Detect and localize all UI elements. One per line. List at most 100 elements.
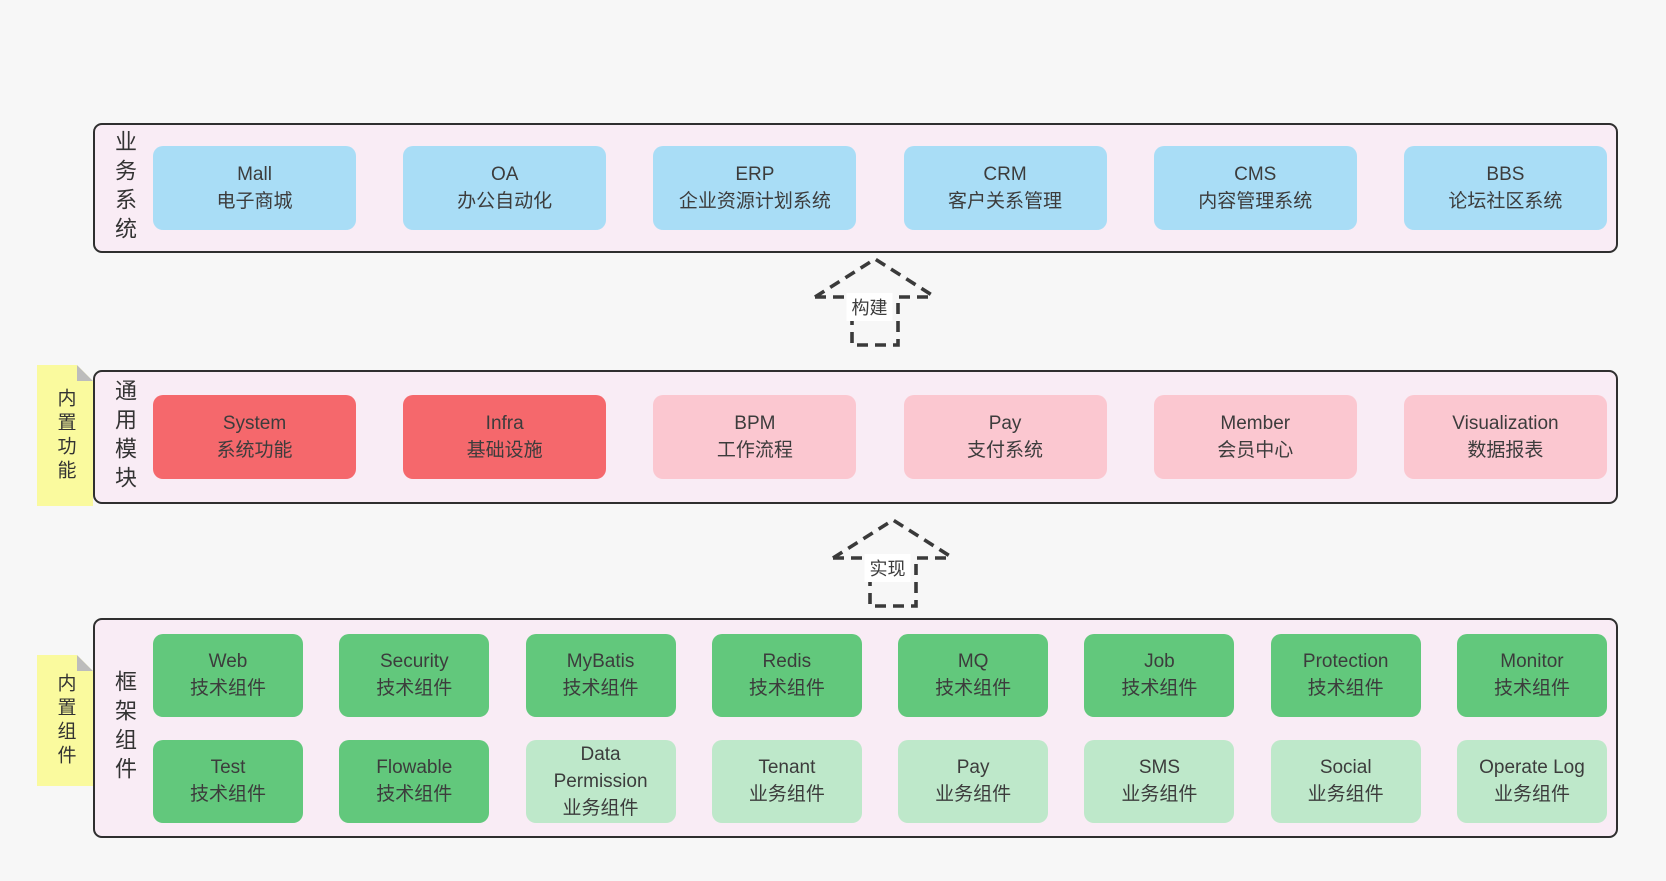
- arrow-implement: 实现: [828, 516, 958, 610]
- framework-row-2: Test 技术组件 Flowable 技术组件 Data Permission …: [153, 739, 1607, 823]
- up-arrow-icon: [814, 256, 936, 347]
- box-mq: MQ 技术组件: [898, 633, 1049, 717]
- box-subtitle: 基础设施: [466, 440, 543, 461]
- box-subtitle: 技术组件: [1307, 678, 1384, 699]
- box-title: CMS: [1234, 164, 1277, 185]
- box-title: Member: [1220, 413, 1291, 434]
- box-operate-log: Operate Log 业务组件: [1456, 739, 1607, 823]
- box-subtitle: 数据报表: [1467, 440, 1544, 461]
- box-mybatis: MyBatis 技术组件: [525, 633, 676, 717]
- box-title: Redis: [762, 651, 812, 672]
- box-title: Web: [208, 651, 248, 672]
- box-subtitle: 电子商城: [216, 191, 293, 212]
- box-oa: OA 办公自动化: [403, 146, 607, 230]
- box-title: MQ: [957, 651, 989, 672]
- box-erp: ERP 企业资源计划系统: [653, 146, 857, 230]
- box-subtitle: 业务组件: [1121, 784, 1198, 805]
- box-subtitle: 内容管理系统: [1198, 191, 1313, 212]
- box-subtitle: 业务组件: [748, 784, 825, 805]
- box-title: Data Permission: [553, 743, 648, 792]
- box-title: Mall: [237, 164, 272, 185]
- band-framework-components: 框架组件 Web 技术组件 Security 技术组件 MyBatis 技术组件…: [93, 618, 1618, 838]
- box-title: CRM: [983, 164, 1027, 185]
- box-title: Tenant: [758, 757, 816, 778]
- box-title: Job: [1144, 651, 1175, 672]
- box-title: MyBatis: [566, 651, 635, 672]
- box-subtitle: 技术组件: [376, 784, 453, 805]
- box-subtitle: 业务组件: [562, 797, 639, 819]
- box-subtitle: 技术组件: [562, 678, 639, 699]
- box-sms: SMS 业务组件: [1084, 739, 1235, 823]
- box-title: Flowable: [376, 757, 453, 778]
- box-subtitle: 支付系统: [967, 440, 1044, 461]
- box-title: ERP: [735, 164, 775, 185]
- box-infra: Infra 基础设施: [403, 395, 607, 479]
- band-side-label-text: 框架组件: [112, 670, 137, 786]
- box-security: Security 技术组件: [339, 633, 490, 717]
- box-redis: Redis 技术组件: [711, 633, 862, 717]
- box-subtitle: 办公自动化: [457, 191, 553, 212]
- box-mall: Mall 电子商城: [153, 146, 356, 230]
- box-title: Social: [1319, 757, 1372, 778]
- box-subtitle: 会员中心: [1217, 440, 1294, 461]
- box-subtitle: 技术组件: [376, 678, 453, 699]
- box-title: BPM: [734, 413, 776, 434]
- arrow-implement-label: 实现: [864, 554, 911, 582]
- box-subtitle: 技术组件: [748, 678, 825, 699]
- sticky-note-built-in-components: 内置组件: [37, 655, 93, 786]
- box-subtitle: 技术组件: [935, 678, 1012, 699]
- box-title: Pay: [988, 413, 1022, 434]
- box-subtitle: 业务组件: [1493, 784, 1570, 805]
- box-subtitle: 企业资源计划系统: [678, 191, 831, 212]
- box-protection: Protection 技术组件: [1270, 633, 1421, 717]
- box-title: Pay: [956, 757, 990, 778]
- band-common-modules: 通用模块 System 系统功能 Infra 基础设施 BPM 工作流程 Pay…: [93, 370, 1618, 504]
- box-title: System: [222, 413, 287, 434]
- arrow-build: 构建: [810, 255, 940, 349]
- band-common-side-label: 通用模块: [95, 372, 153, 502]
- box-title: Security: [379, 651, 449, 672]
- band-business-boxes: Mall 电子商城 OA 办公自动化 ERP 企业资源计划系统 CRM 客户关系…: [153, 125, 1616, 251]
- box-job: Job 技术组件: [1084, 633, 1235, 717]
- box-pay-system: Pay 支付系统: [903, 395, 1107, 479]
- box-cms: CMS 内容管理系统: [1153, 146, 1357, 230]
- up-arrow-icon: [832, 517, 954, 608]
- box-title: Infra: [485, 413, 524, 434]
- sticky-note-text: 内置功能: [54, 387, 76, 484]
- box-subtitle: 技术组件: [1493, 678, 1570, 699]
- box-subtitle: 技术组件: [189, 678, 266, 699]
- framework-row-1: Web 技术组件 Security 技术组件 MyBatis 技术组件 Redi…: [153, 633, 1607, 717]
- box-title: SMS: [1138, 757, 1180, 778]
- box-data-permission: Data Permission 业务组件: [525, 739, 676, 823]
- band-framework-side-label: 框架组件: [95, 620, 153, 836]
- folded-corner-icon: [77, 365, 93, 381]
- box-title: Operate Log: [1479, 757, 1585, 778]
- box-title: OA: [490, 164, 519, 185]
- box-subtitle: 系统功能: [216, 440, 293, 461]
- box-title: Test: [210, 757, 246, 778]
- box-subtitle: 业务组件: [935, 784, 1012, 805]
- band-framework-rows: Web 技术组件 Security 技术组件 MyBatis 技术组件 Redi…: [153, 620, 1616, 836]
- box-subtitle: 论坛社区系统: [1448, 191, 1563, 212]
- box-subtitle: 客户关系管理: [948, 191, 1063, 212]
- box-monitor: Monitor 技术组件: [1456, 633, 1607, 717]
- box-subtitle: 工作流程: [716, 440, 793, 461]
- band-business-systems: 业务系统 Mall 电子商城 OA 办公自动化 ERP 企业资源计划系统 CRM…: [93, 123, 1618, 253]
- box-subtitle: 技术组件: [1121, 678, 1198, 699]
- band-side-label-text: 业务系统: [112, 130, 137, 246]
- box-visualization: Visualization 数据报表: [1403, 395, 1607, 479]
- arrow-build-label: 构建: [846, 293, 893, 321]
- box-title: Monitor: [1500, 651, 1564, 672]
- band-common-boxes: System 系统功能 Infra 基础设施 BPM 工作流程 Pay 支付系统…: [153, 372, 1616, 502]
- box-flowable: Flowable 技术组件: [339, 739, 490, 823]
- sticky-note-text: 内置组件: [54, 672, 76, 769]
- box-crm: CRM 客户关系管理: [903, 146, 1107, 230]
- band-business-side-label: 业务系统: [95, 125, 153, 251]
- folded-corner-icon: [77, 655, 93, 671]
- band-side-label-text: 通用模块: [112, 379, 137, 495]
- box-system: System 系统功能: [153, 395, 356, 479]
- box-title: BBS: [1486, 164, 1525, 185]
- box-member: Member 会员中心: [1153, 395, 1357, 479]
- box-web: Web 技术组件: [153, 633, 303, 717]
